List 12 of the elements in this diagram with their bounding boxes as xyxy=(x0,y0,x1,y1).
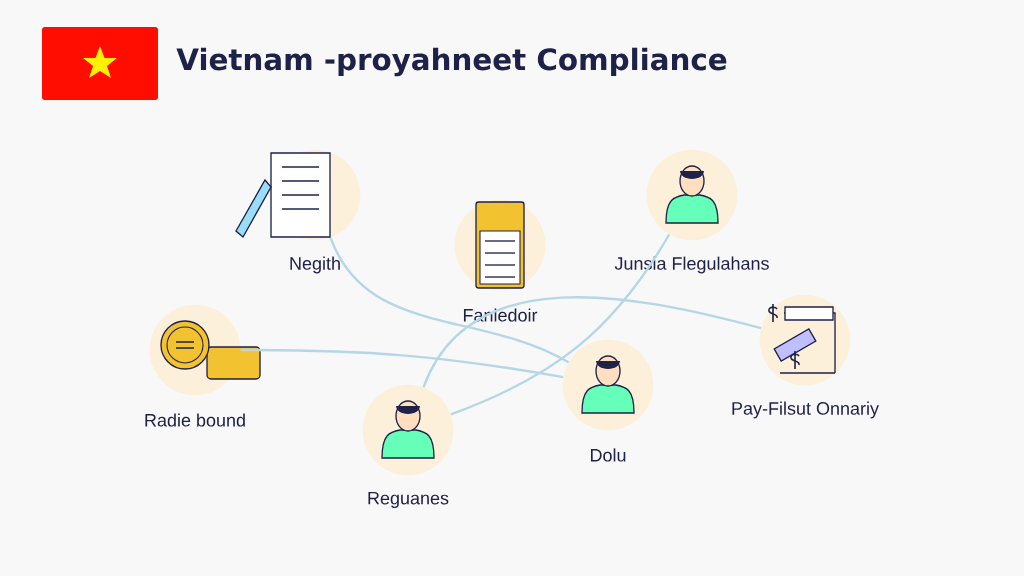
connector-line xyxy=(240,348,564,379)
node-label: Faniedoir xyxy=(463,308,538,322)
connector-line xyxy=(422,296,762,388)
node-label: Dolu xyxy=(591,448,626,462)
connector-line xyxy=(450,233,671,416)
node-label: Radie bound xyxy=(145,413,245,427)
title: Vietnam -proyahneet Compliance xyxy=(176,47,727,77)
node-label: Reguanes xyxy=(368,491,449,509)
connector-line xyxy=(329,237,570,364)
node-label: Pay-Filsut Onnariy xyxy=(732,401,879,419)
node-label: Junsia Flegulahans xyxy=(614,256,769,274)
node-label: Negith xyxy=(290,256,340,274)
